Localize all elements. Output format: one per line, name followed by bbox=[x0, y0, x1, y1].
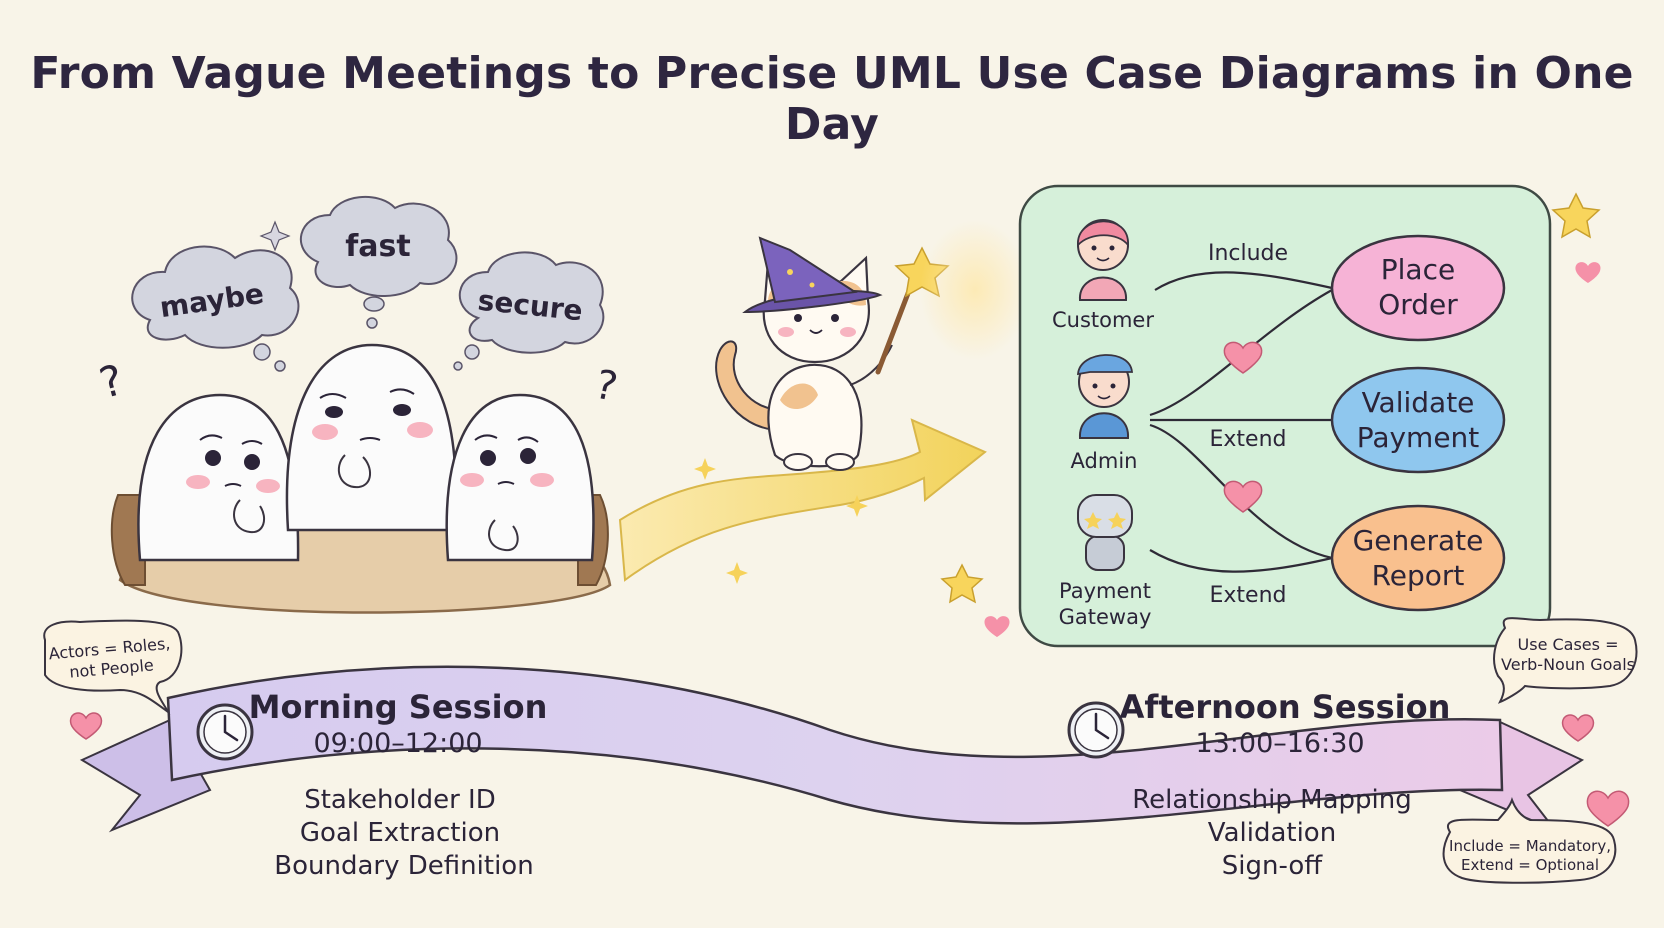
afternoon-session: Afternoon Session 13:00–16:30 Relationsh… bbox=[1067, 688, 1451, 881]
note-text: Extend = Optional bbox=[1461, 856, 1599, 874]
clock-icon bbox=[196, 703, 254, 761]
actor-label: Customer bbox=[1052, 308, 1154, 332]
ghost-left bbox=[137, 393, 300, 562]
sparkle-icon bbox=[846, 495, 868, 517]
actor-label: Admin bbox=[1071, 449, 1138, 473]
heart-icon bbox=[984, 616, 1010, 637]
heart-icon bbox=[1223, 480, 1263, 513]
ghost-middle bbox=[285, 343, 458, 532]
use-case-label: Generate bbox=[1353, 524, 1484, 557]
use-case-label: Order bbox=[1378, 288, 1458, 321]
session-item: Stakeholder ID bbox=[304, 785, 496, 815]
session-item: Validation bbox=[1208, 818, 1336, 848]
actor-customer: Customer bbox=[1052, 219, 1154, 332]
sparkle-icon bbox=[259, 220, 291, 252]
thought-bubble-secure: secure bbox=[453, 251, 605, 371]
session-title: Afternoon Session bbox=[1120, 688, 1451, 726]
session-time: 13:00–16:30 bbox=[1195, 728, 1364, 759]
morning-session: Morning Session 09:00–12:00 Stakeholder … bbox=[196, 688, 548, 881]
use-case-label: Report bbox=[1372, 559, 1465, 592]
clock-icon bbox=[1067, 701, 1125, 759]
use-case-label: Payment bbox=[1357, 421, 1480, 454]
timeline-ribbon bbox=[79, 665, 1585, 833]
use-case-label: Validate bbox=[1362, 386, 1475, 419]
heart-icon bbox=[69, 712, 103, 740]
thought-bubble-maybe: maybe bbox=[131, 245, 300, 372]
heart-icon bbox=[1561, 714, 1595, 742]
wizard-cat bbox=[715, 220, 1030, 471]
use-case-validate-payment: Validate Payment bbox=[1330, 366, 1506, 474]
page-title: From Vague Meetings to Precise UML Use C… bbox=[30, 48, 1634, 150]
note-include-extend: Include = Mandatory, Extend = Optional bbox=[1442, 797, 1617, 884]
heart-icon bbox=[1575, 262, 1601, 283]
relation-label-include: Include bbox=[1208, 241, 1288, 266]
actor-payment-gateway: Payment Gateway bbox=[1059, 494, 1152, 629]
session-item: Boundary Definition bbox=[274, 851, 533, 881]
heart-icon bbox=[1223, 341, 1263, 374]
question-mark-icon: ? bbox=[94, 355, 128, 408]
heart-icon bbox=[1586, 790, 1630, 827]
actor-admin: Admin bbox=[1071, 354, 1138, 473]
note-text: Use Cases = bbox=[1518, 635, 1619, 654]
thought-bubble-fast: fast bbox=[299, 195, 458, 329]
meeting-scene: ? ? maybe fast secure bbox=[94, 195, 621, 614]
ghost-right bbox=[445, 393, 595, 562]
question-mark-icon: ? bbox=[591, 362, 621, 411]
session-item: Sign-off bbox=[1222, 851, 1323, 881]
note-use-cases: Use Cases = Verb-Noun Goals bbox=[1493, 617, 1638, 704]
note-text: Include = Mandatory, bbox=[1449, 837, 1611, 855]
sparkle-icon bbox=[694, 458, 716, 480]
session-item: Relationship Mapping bbox=[1132, 785, 1411, 815]
note-text: Verb-Noun Goals bbox=[1501, 655, 1635, 674]
actor-label: Payment bbox=[1059, 579, 1151, 603]
use-case-label: Place bbox=[1381, 253, 1455, 286]
session-title: Morning Session bbox=[249, 688, 548, 726]
thought-word-fast: fast bbox=[345, 229, 411, 264]
star-icon bbox=[1551, 192, 1601, 239]
use-case-generate-report: Generate Report bbox=[1330, 504, 1506, 612]
use-case-diagram: Include Extend Extend Customer Admin bbox=[1018, 184, 1552, 648]
use-case-place-order: Place Order bbox=[1330, 234, 1506, 342]
relation-label-extend: Extend bbox=[1210, 583, 1287, 608]
chair-left bbox=[110, 494, 146, 586]
transition-arrow bbox=[618, 418, 987, 582]
sparkle-icon bbox=[726, 562, 748, 584]
relation-label-extend: Extend bbox=[1210, 427, 1287, 452]
session-time: 09:00–12:00 bbox=[313, 728, 482, 759]
session-item: Goal Extraction bbox=[300, 818, 500, 848]
star-icon bbox=[940, 563, 984, 604]
note-actors: Actors = Roles, not People bbox=[43, 619, 183, 716]
actor-label: Gateway bbox=[1059, 605, 1152, 629]
